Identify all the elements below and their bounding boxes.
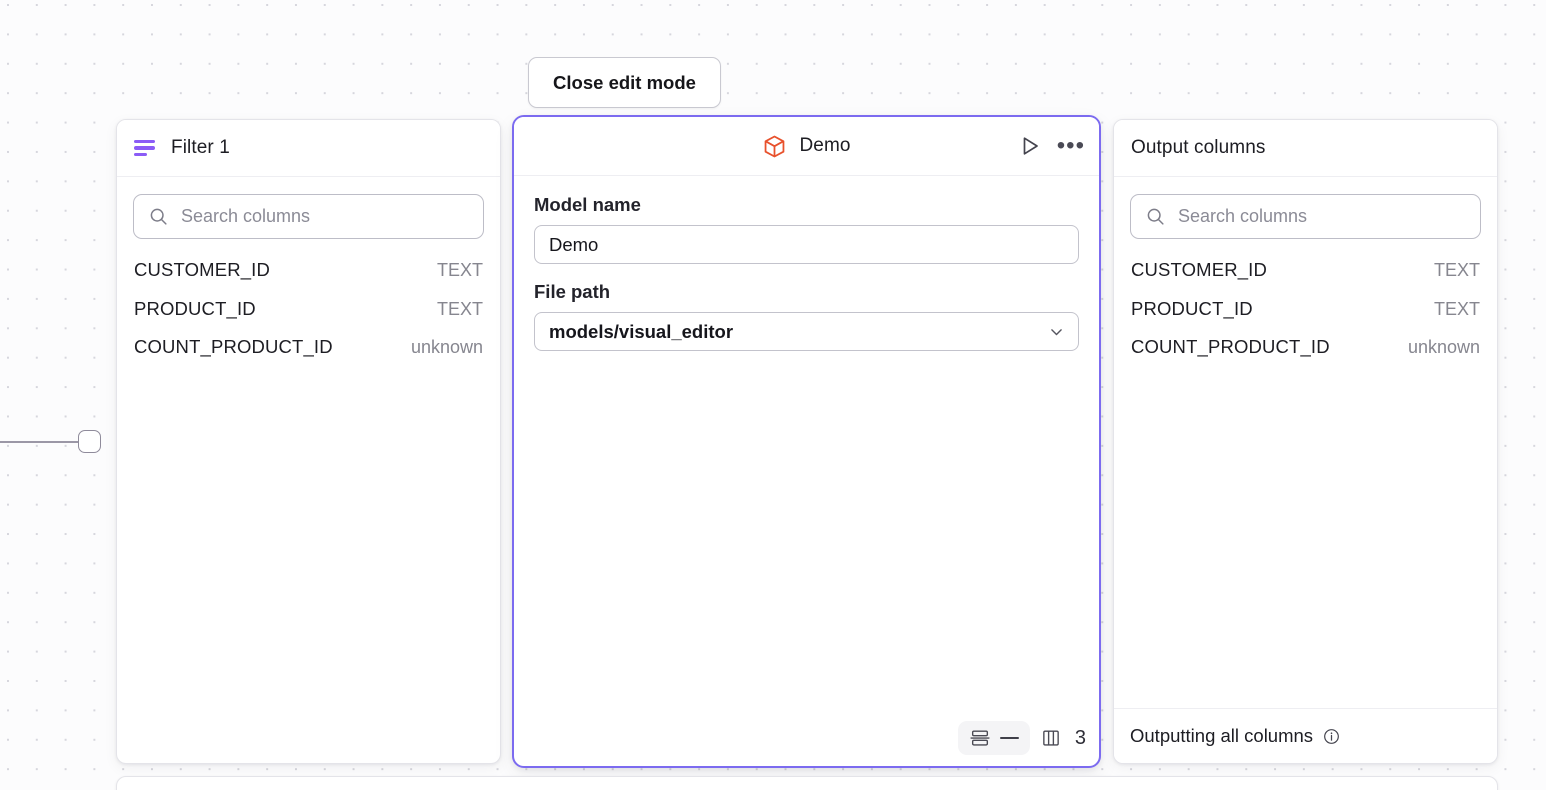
filter-panel[interactable]: Filter 1 CUSTOMER_ID TEXT PRODUCT_ID TEX… bbox=[116, 119, 501, 764]
list-item[interactable]: PRODUCT_ID TEXT bbox=[134, 298, 483, 337]
model-node-title: Demo bbox=[799, 135, 851, 156]
flow-edge bbox=[0, 441, 80, 443]
chevron-down-icon bbox=[1051, 328, 1062, 335]
column-type: unknown bbox=[410, 337, 483, 357]
file-path-label: File path bbox=[534, 281, 611, 302]
filter-search-input[interactable] bbox=[181, 206, 469, 227]
column-name: PRODUCT_ID bbox=[134, 297, 256, 319]
model-node-actions: ••• bbox=[1018, 134, 1085, 158]
model-node-footer-toolbar: 3 bbox=[957, 721, 1086, 755]
output-columns-panel[interactable]: Output columns CUSTOMER_ID TEXT PRODUCT_… bbox=[1113, 119, 1498, 764]
column-name: PRODUCT_ID bbox=[1131, 297, 1253, 319]
column-type: unknown bbox=[1407, 337, 1480, 357]
row-count-toggle[interactable] bbox=[957, 721, 1030, 755]
info-icon[interactable] bbox=[1322, 727, 1341, 746]
column-type: TEXT bbox=[1433, 260, 1480, 280]
filter-icon bbox=[134, 139, 155, 157]
rows-icon bbox=[970, 730, 990, 746]
column-name: COUNT_PRODUCT_ID bbox=[134, 336, 333, 357]
flow-edge-handle[interactable] bbox=[78, 430, 101, 453]
columns-icon bbox=[1043, 730, 1059, 746]
list-item[interactable]: COUNT_PRODUCT_ID unknown bbox=[1131, 336, 1480, 375]
output-column-list: CUSTOMER_ID TEXT PRODUCT_ID TEXT COUNT_P… bbox=[1114, 239, 1497, 375]
close-edit-mode-button[interactable]: Close edit mode bbox=[528, 57, 721, 108]
run-icon[interactable] bbox=[1018, 134, 1042, 158]
output-columns-title: Output columns bbox=[1131, 137, 1266, 158]
output-search-wrap bbox=[1114, 177, 1497, 239]
cube-icon bbox=[765, 135, 785, 157]
file-path-select[interactable]: models/visual_editor bbox=[534, 312, 1079, 351]
list-item[interactable]: COUNT_PRODUCT_ID unknown bbox=[134, 336, 483, 375]
output-columns-header: Output columns bbox=[1114, 120, 1497, 177]
search-icon bbox=[1147, 208, 1164, 225]
column-count-group[interactable]: 3 bbox=[1040, 727, 1086, 750]
search-icon bbox=[150, 208, 167, 225]
column-type: TEXT bbox=[436, 260, 483, 280]
more-options-icon[interactable]: ••• bbox=[1056, 132, 1085, 159]
output-columns-footer: Outputting all columns bbox=[1114, 708, 1497, 763]
column-name: CUSTOMER_ID bbox=[1131, 259, 1267, 280]
model-node-panel[interactable]: Demo ••• Model name File path models/vis… bbox=[512, 115, 1101, 768]
file-path-value: models/visual_editor bbox=[549, 320, 734, 342]
output-status-text: Outputting all columns bbox=[1130, 725, 1314, 746]
column-name: CUSTOMER_ID bbox=[134, 259, 270, 280]
column-type: TEXT bbox=[436, 298, 483, 319]
filter-search-wrap bbox=[117, 177, 500, 239]
row-count-value bbox=[999, 736, 1019, 740]
filter-panel-header: Filter 1 bbox=[117, 120, 500, 177]
column-name: COUNT_PRODUCT_ID bbox=[1131, 336, 1330, 357]
column-type: TEXT bbox=[1433, 298, 1480, 319]
output-search-input[interactable] bbox=[1178, 206, 1466, 227]
list-item[interactable]: PRODUCT_ID TEXT bbox=[1131, 298, 1480, 337]
list-item[interactable]: CUSTOMER_ID TEXT bbox=[1131, 259, 1480, 298]
model-form: Model name File path models/visual_edito… bbox=[514, 176, 1099, 351]
model-name-input[interactable] bbox=[534, 225, 1079, 264]
list-item[interactable]: CUSTOMER_ID TEXT bbox=[134, 259, 483, 298]
model-name-label: Model name bbox=[534, 194, 641, 215]
output-search-box[interactable] bbox=[1130, 194, 1481, 239]
model-node-header: Demo ••• bbox=[514, 117, 1099, 176]
filter-search-box[interactable] bbox=[133, 194, 484, 239]
filter-panel-title: Filter 1 bbox=[171, 137, 230, 158]
next-node-panel-peek[interactable] bbox=[116, 776, 1498, 790]
filter-column-list: CUSTOMER_ID TEXT PRODUCT_ID TEXT COUNT_P… bbox=[117, 239, 500, 375]
column-count-value: 3 bbox=[1074, 726, 1086, 749]
